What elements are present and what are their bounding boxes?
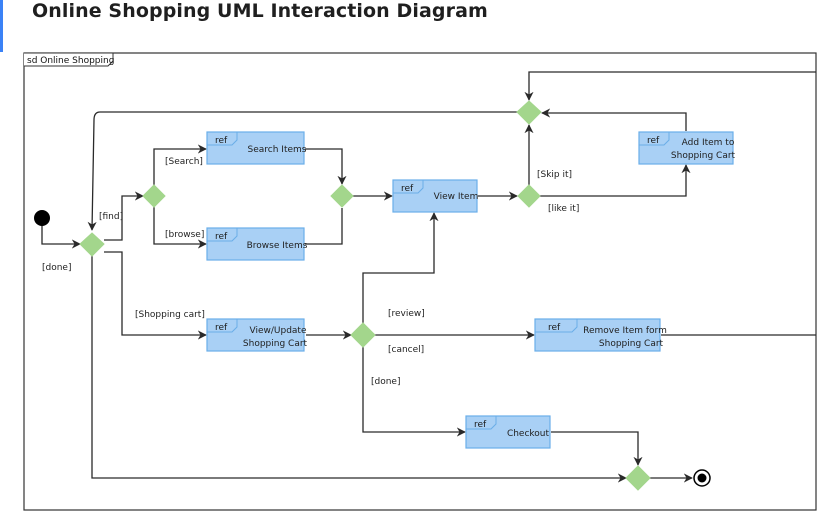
box-label: View Item xyxy=(434,192,479,202)
edge-loop-top xyxy=(524,71,816,101)
edge-initial-to-decision xyxy=(41,225,81,249)
edge-shopping-cart xyxy=(104,251,207,340)
guard-done-mid: [done] xyxy=(371,377,400,387)
page-title: Online Shopping UML Interaction Diagram xyxy=(32,0,488,22)
ref-tag: ref xyxy=(647,136,660,146)
ref-tag: ref xyxy=(215,232,228,242)
edge-browse xyxy=(153,207,207,249)
edge-review xyxy=(362,212,439,323)
merge-final xyxy=(625,465,651,491)
box-label-line1: Remove Item form xyxy=(583,326,667,336)
edge-search-to-merge xyxy=(305,148,347,185)
guard-shopping-cart: [Shopping cart] xyxy=(135,310,205,320)
box-label: Search Items xyxy=(248,145,307,155)
box-label-line2: Shopping Cart xyxy=(599,339,664,349)
merge-search-browse xyxy=(330,184,354,208)
guard-browse: [browse] xyxy=(165,230,204,240)
guard-skip-it: [Skip it] xyxy=(537,170,572,180)
guard-like-it: [like it] xyxy=(548,204,579,214)
decision-find xyxy=(142,184,166,208)
edge-search xyxy=(153,144,207,185)
initial-node xyxy=(34,210,50,226)
ref-box-remove-item[interactable]: ref Remove Item form Shopping Cart xyxy=(534,318,667,352)
edge-loop-back xyxy=(87,111,518,231)
edge-browse-to-merge xyxy=(305,208,343,245)
ref-box-search-items[interactable]: ref Search Items xyxy=(206,131,307,165)
guard-done-left: [done] xyxy=(42,263,71,273)
ref-box-browse-items[interactable]: ref Browse Items xyxy=(206,227,308,261)
ref-box-add-item[interactable]: ref Add Item to Shopping Cart xyxy=(638,131,736,165)
sd-frame-tab xyxy=(24,52,114,67)
ref-box-view-update-cart[interactable]: ref View/Update Shopping Cart xyxy=(206,318,308,352)
box-label-line2: Shopping Cart xyxy=(243,339,308,349)
decision-main xyxy=(79,232,105,257)
box-label-line1: View/Update xyxy=(250,326,307,336)
edge-done-left xyxy=(91,256,627,483)
sd-frame xyxy=(23,52,817,511)
ref-tag: ref xyxy=(215,323,228,333)
edge-checkout-to-merge xyxy=(551,431,643,466)
box-label-line2: Shopping Cart xyxy=(671,151,736,161)
ref-box-view-item[interactable]: ref View Item xyxy=(392,179,479,213)
merge-top xyxy=(516,100,542,125)
accent-bar xyxy=(0,0,3,52)
guard-review: [review] xyxy=(388,309,425,319)
sd-frame-label: sd Online Shopping xyxy=(27,56,114,66)
edge-like-it xyxy=(540,164,691,197)
ref-tag: ref xyxy=(215,136,228,146)
final-node-core xyxy=(697,473,707,483)
box-label: Checkout xyxy=(507,429,550,439)
ref-tag: ref xyxy=(548,323,561,333)
edge-done-checkout xyxy=(362,347,466,437)
guard-cancel: [cancel] xyxy=(388,345,424,355)
ref-tag: ref xyxy=(401,184,414,194)
ref-box-checkout[interactable]: ref Checkout xyxy=(465,415,551,449)
box-label-line1: Add Item to xyxy=(682,138,735,148)
decision-cart xyxy=(350,322,376,348)
guard-find: [find] xyxy=(99,212,123,222)
ref-tag: ref xyxy=(474,420,487,430)
edge-find xyxy=(104,191,144,241)
guard-search: [Search] xyxy=(165,157,203,167)
decision-like xyxy=(517,184,541,208)
box-label: Browse Items xyxy=(247,241,308,251)
edge-add-to-top xyxy=(541,108,687,131)
